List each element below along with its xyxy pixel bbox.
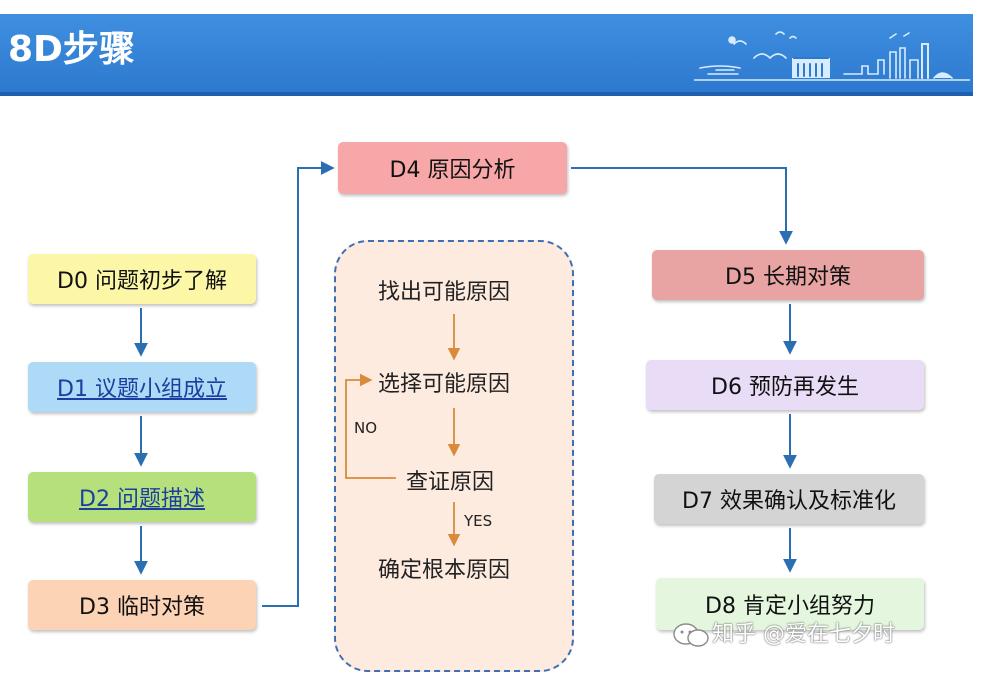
step-d6-box: D6 预防再发生	[646, 360, 924, 410]
analysis-step-verify-causes: 查证原因	[406, 470, 495, 495]
step-d0-label: D0 问题初步了解	[57, 269, 227, 294]
no-label: NO	[354, 419, 378, 437]
step-d2-link[interactable]: D2 问题描述	[79, 487, 205, 512]
step-d3-box: D3 临时对策	[28, 580, 256, 630]
step-d4-label: D4 原因分析	[389, 158, 516, 183]
step-d7-label: D7 效果确认及标准化	[682, 489, 896, 514]
city-skyline-icon	[694, 31, 970, 81]
step-d7-box: D7 效果确认及标准化	[654, 474, 924, 524]
analysis-step-select-causes: 选择可能原因	[378, 372, 511, 397]
connector-layer	[134, 161, 797, 607]
step-d8-label: D8 肯定小组努力	[705, 594, 875, 619]
arrow-d3-d4	[262, 161, 335, 607]
analysis-step-root-cause: 确定根本原因	[378, 558, 511, 583]
wechat-logo-icon	[673, 623, 709, 647]
slide: 8D步骤 D0 问题初步了解 D1 议题	[0, 14, 973, 673]
step-d3-label: D3 临时对策	[79, 595, 205, 620]
page-title: 8D步骤	[8, 29, 135, 70]
step-d4-box: D4 原因分析	[338, 142, 567, 194]
watermark-text: 知乎 @爱在七夕时	[712, 622, 895, 647]
step-d5-label: D5 长期对策	[725, 265, 851, 290]
header-banner: 8D步骤	[0, 14, 973, 96]
yes-label: YES	[464, 512, 493, 530]
step-d8-box: D8 肯定小组努力	[656, 578, 924, 630]
arrow-no-loop	[345, 373, 396, 479]
step-d1-link[interactable]: D1 议题小组成立	[57, 377, 227, 402]
step-d0-box: D0 问题初步了解	[28, 254, 256, 304]
analysis-step-find-causes: 找出可能原因	[378, 280, 511, 305]
step-d6-label: D6 预防再发生	[711, 375, 859, 400]
step-d5-box: D5 长期对策	[652, 250, 924, 300]
step-d1-box[interactable]: D1 议题小组成立	[28, 362, 256, 412]
step-d2-box[interactable]: D2 问题描述	[28, 472, 256, 522]
arrow-d4-d5	[571, 167, 793, 245]
